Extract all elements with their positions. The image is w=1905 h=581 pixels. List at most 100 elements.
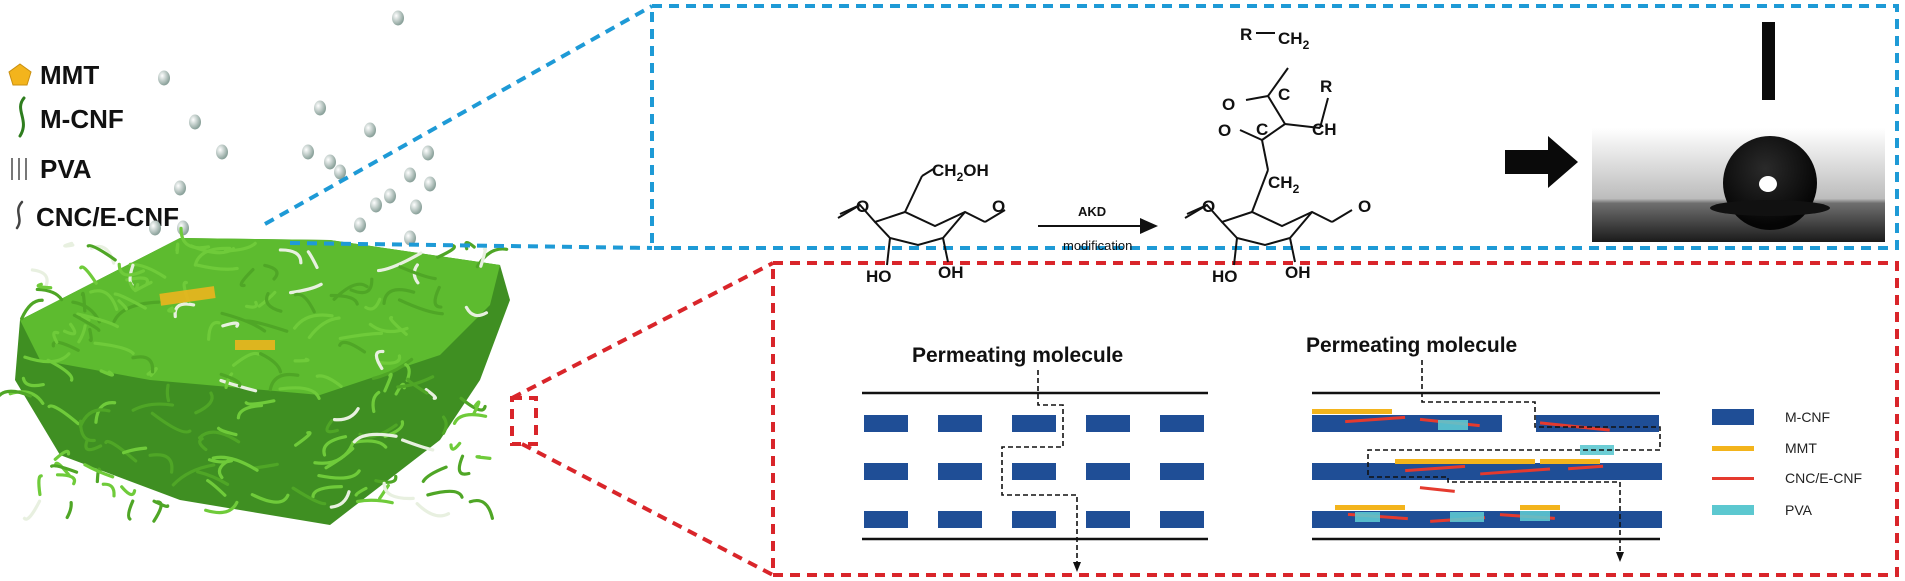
legend-label-mmt: MMT	[40, 60, 99, 90]
fiber-strand	[148, 453, 174, 474]
fiber-strand	[63, 241, 75, 248]
fiber-strand	[117, 299, 128, 311]
fiber-strand	[293, 313, 334, 330]
fiber-strand	[475, 455, 492, 460]
fiber-strand	[113, 292, 147, 310]
mcnf-block	[938, 463, 982, 480]
water-droplet-icon	[424, 176, 436, 192]
fiber-strand	[65, 500, 73, 520]
fiber-strand	[294, 430, 312, 447]
fiber-strand	[216, 426, 238, 437]
fiber-strand	[224, 372, 234, 390]
fiber-strand	[131, 402, 175, 412]
fiber-strand	[376, 251, 423, 273]
fiber-strand	[317, 469, 361, 480]
fiber-strand	[86, 244, 117, 262]
mcnf-block	[1086, 463, 1130, 480]
fiber-strand	[189, 244, 236, 255]
fiber-strand	[35, 287, 64, 302]
fiber-strand	[263, 263, 279, 281]
fiber-strand	[211, 455, 259, 472]
fiber-strand	[206, 478, 227, 497]
fiber-strand	[293, 357, 310, 363]
product-oh: OH	[1285, 263, 1311, 282]
fiber-strand	[382, 288, 416, 305]
fiber-strand	[36, 282, 53, 290]
fiber-strand	[265, 292, 283, 313]
fiber-strand	[398, 265, 437, 281]
fiber-strand	[79, 265, 98, 285]
fiber-strand	[244, 319, 289, 333]
red-callout-source	[510, 396, 538, 446]
mmt-patch	[159, 286, 216, 306]
fiber-strand	[93, 341, 135, 355]
product-o1: O	[1222, 95, 1235, 114]
water-droplet-icon	[404, 230, 416, 246]
key-label-mcnf: M-CNF	[1785, 409, 1830, 425]
mcnf-block	[1012, 511, 1056, 528]
fiber-strand	[332, 407, 360, 422]
mmt-layer	[1540, 459, 1600, 464]
water-droplet-icon	[370, 197, 382, 213]
fiber-strand	[112, 300, 161, 324]
water-droplet-icon	[314, 100, 326, 116]
fiber-strand	[37, 474, 43, 497]
product-ho: HO	[1212, 267, 1238, 286]
fiber-strand	[47, 404, 80, 426]
big-arrow-icon	[1505, 136, 1578, 188]
fiber-strand	[88, 327, 93, 343]
fiber-strand	[84, 438, 103, 452]
blue-callout-frame	[650, 4, 1899, 250]
product-o2: O	[1218, 121, 1231, 140]
fiber-strand	[449, 441, 462, 451]
mcnf-blocks-left	[864, 415, 1204, 528]
fiber-strand	[120, 485, 137, 497]
mcnf-block	[1086, 511, 1130, 528]
legend-item-mmt: MMT	[8, 60, 99, 90]
fiber-strand	[77, 324, 87, 344]
product-c2: C	[1256, 120, 1268, 139]
barrier-left-title: Permeating molecule	[912, 344, 1123, 367]
water-droplets	[149, 10, 436, 246]
fiber-strand	[397, 298, 444, 316]
fiber-strand	[376, 354, 402, 365]
water-droplet-icon	[158, 70, 170, 86]
fiber-strand	[21, 376, 45, 388]
fiber-strand	[239, 268, 255, 288]
reactant-structure	[837, 167, 1006, 266]
water-droplet-icon	[364, 122, 376, 138]
blue-callout	[264, 4, 1899, 250]
red-callout-frame	[771, 261, 1899, 577]
pentagon-icon	[8, 63, 32, 86]
composite-fillers-right	[1312, 409, 1614, 523]
fiber-strand	[306, 250, 319, 270]
cnc-fiber	[1480, 467, 1551, 476]
fiber-strand	[259, 352, 283, 374]
mmt-layer	[1312, 409, 1392, 414]
fiber-strand	[250, 493, 290, 504]
key-swatch-cnc	[1712, 477, 1754, 480]
pva-segment	[1450, 512, 1484, 522]
product-ch2-top: CH2	[1278, 29, 1310, 52]
pva-segment	[1520, 511, 1550, 521]
mmt-patch	[235, 340, 275, 350]
key-swatch-mmt	[1712, 446, 1754, 451]
fiber-strand	[426, 489, 464, 499]
fiber-strand	[382, 481, 415, 501]
fiber-strand	[329, 490, 351, 509]
fiber-strand	[351, 439, 388, 449]
fiber-strand	[23, 352, 71, 364]
pva-segment	[1355, 512, 1380, 522]
fiber-strand	[244, 300, 258, 309]
fiber-strand	[83, 463, 115, 479]
key-swatch-mcnf	[1712, 409, 1754, 425]
fiber-strand	[433, 285, 443, 309]
fiber-strand	[104, 440, 138, 463]
fiber-strand	[389, 315, 408, 336]
mcnf-block	[1086, 415, 1130, 432]
fiber-strand	[383, 372, 393, 393]
key-swatch-pva	[1712, 505, 1754, 515]
fiber-strand	[424, 388, 438, 400]
fiber-strand	[415, 502, 451, 518]
